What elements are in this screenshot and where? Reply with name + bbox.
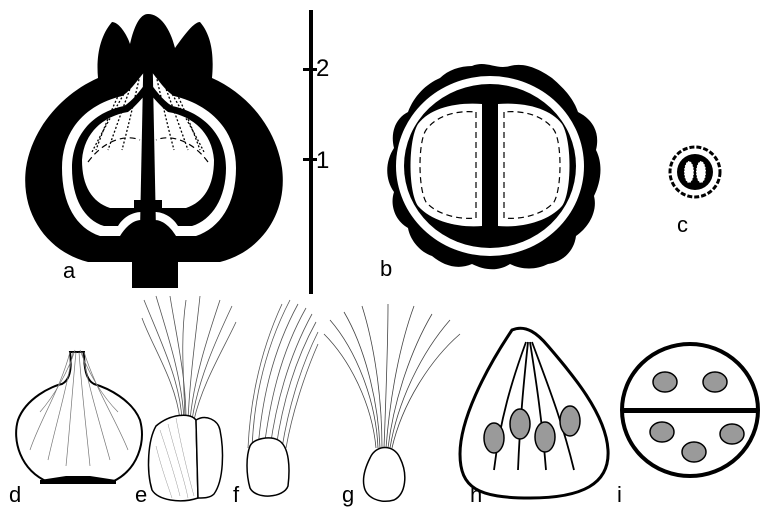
ovule bbox=[720, 424, 744, 444]
label-f: f bbox=[233, 482, 240, 507]
septum bbox=[622, 408, 758, 413]
seed-f bbox=[247, 438, 289, 496]
ovule bbox=[650, 422, 674, 442]
panel-f-seed-hair: f bbox=[233, 300, 318, 507]
label-b: b bbox=[380, 256, 392, 281]
scale-bar: 2 1 bbox=[303, 10, 329, 294]
label-g: g bbox=[342, 482, 354, 507]
locule-right bbox=[498, 104, 570, 227]
scale-tick-1 bbox=[303, 158, 317, 161]
panel-i-circle-schematic: i bbox=[617, 344, 758, 507]
ovule bbox=[703, 372, 727, 392]
label-i: i bbox=[617, 482, 622, 507]
label-d: d bbox=[9, 482, 21, 507]
scale-label-2: 2 bbox=[316, 55, 329, 82]
hair-tuft-e bbox=[142, 296, 236, 420]
locule-left bbox=[411, 104, 483, 227]
panel-a-fruit-section: a bbox=[25, 14, 283, 288]
hair-tuft-g bbox=[324, 304, 460, 448]
scale-bar-line bbox=[309, 10, 313, 294]
hair-tuft-f bbox=[248, 300, 318, 448]
seed-e-left bbox=[149, 415, 198, 501]
small-locule-right bbox=[696, 161, 706, 183]
ovule bbox=[682, 442, 706, 462]
ovary-outline bbox=[460, 328, 608, 498]
small-body bbox=[677, 154, 713, 190]
shell-outline bbox=[16, 352, 142, 482]
ovule bbox=[560, 406, 580, 436]
label-h: h bbox=[470, 482, 482, 507]
label-a: a bbox=[63, 258, 76, 283]
panel-g-seed-hair: g bbox=[324, 304, 460, 507]
ovule bbox=[484, 423, 504, 453]
label-e: e bbox=[135, 482, 147, 507]
small-locule-left bbox=[684, 161, 694, 183]
panel-b-cross-section: b bbox=[380, 64, 600, 281]
panel-d-seed-in-shell: d bbox=[9, 350, 142, 507]
scale-label-1: 1 bbox=[316, 147, 329, 174]
label-c: c bbox=[677, 212, 688, 237]
panel-h-ovary-schematic: h bbox=[460, 328, 608, 507]
ovule bbox=[653, 372, 677, 392]
ovule bbox=[510, 409, 530, 439]
panel-c-small-section: c bbox=[670, 147, 720, 237]
seed-g bbox=[363, 448, 404, 502]
seed-e-right bbox=[196, 418, 222, 498]
ovule bbox=[535, 422, 555, 452]
panel-e-paired-seeds: e bbox=[135, 296, 236, 507]
scale-tick-2 bbox=[303, 68, 317, 71]
